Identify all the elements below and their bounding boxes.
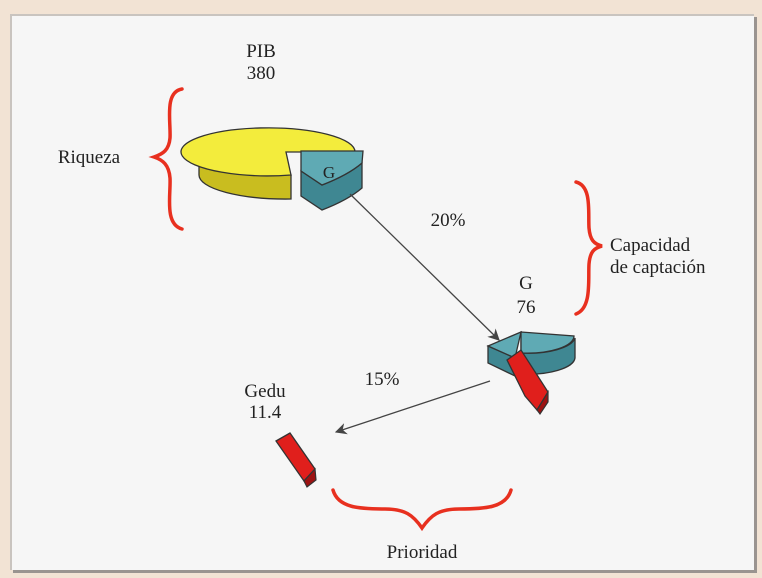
gedu-wedge-top <box>275 432 316 483</box>
riqueza-brace <box>148 87 184 231</box>
g-slice-label: G <box>322 163 336 182</box>
prioridad-percent: 15% <box>364 369 400 390</box>
g-label: G <box>519 273 533 294</box>
diagram-panel <box>10 14 754 570</box>
prioridad-brace <box>331 488 513 532</box>
g-pie-top-left <box>486 330 522 359</box>
gedu-value: 11.4 <box>248 402 282 423</box>
pib-value: 380 <box>246 63 276 84</box>
capacidad-label-line1: Capacidad <box>610 235 691 256</box>
gedu-wedge-in-g-side <box>536 389 549 416</box>
pib-pie <box>180 127 356 200</box>
riqueza-label: Riqueza <box>57 147 121 168</box>
g-slice <box>300 150 364 211</box>
pib-pie-top <box>180 127 356 177</box>
arrow-pib-to-g <box>349 193 500 341</box>
g-pie-top <box>520 331 575 354</box>
prioridad-label: Prioridad <box>386 542 458 563</box>
capacidad-brace <box>574 180 603 316</box>
arrow-g-to-gedu <box>334 380 491 435</box>
capacidad-label-line2: de captación <box>610 257 706 278</box>
gedu-label: Gedu <box>244 381 286 402</box>
g-value: 76 <box>516 297 536 318</box>
pib-label: PIB <box>246 41 276 62</box>
g-pie <box>486 330 576 416</box>
gedu-wedge <box>275 432 317 488</box>
captacion-percent: 20% <box>430 210 466 231</box>
gedu-wedge-side <box>303 467 317 488</box>
g-slice-top <box>300 150 364 186</box>
